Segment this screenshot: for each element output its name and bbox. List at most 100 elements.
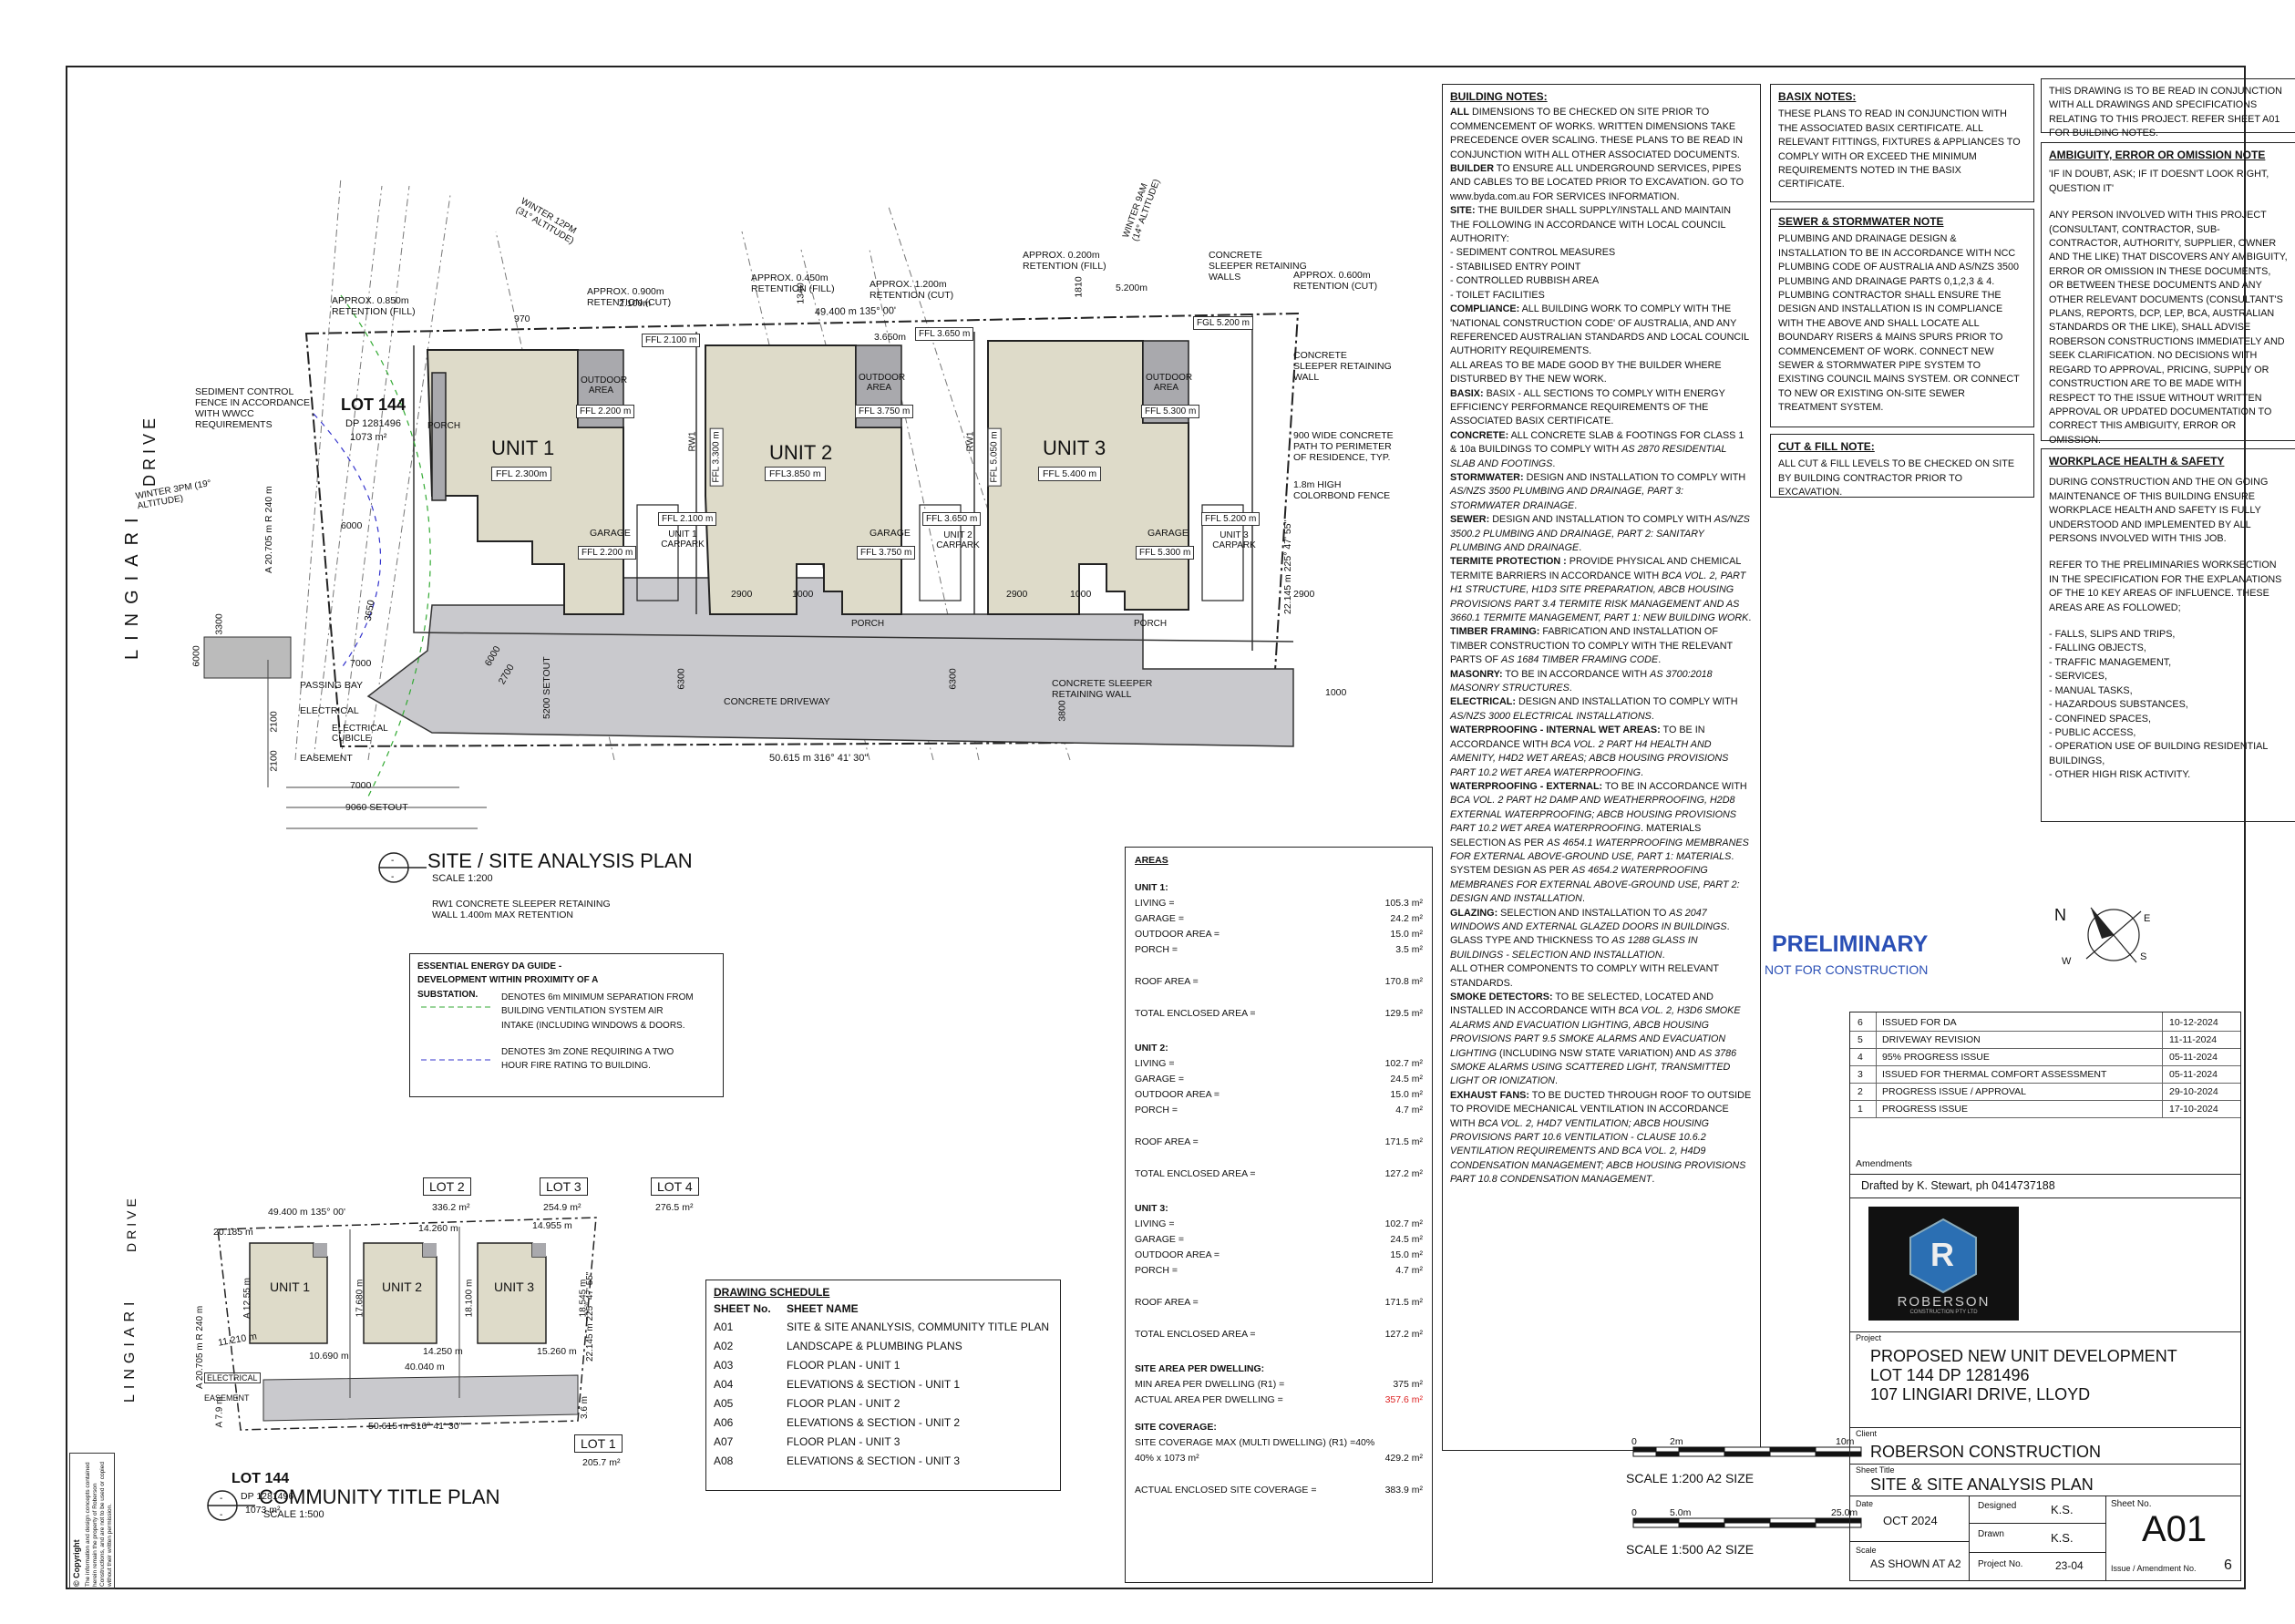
- sewer-title: SEWER & STORMWATER NOTE: [1778, 215, 1944, 228]
- cdim-4: 17.680 m: [355, 1279, 365, 1318]
- area-label: OUTDOOR AREA =: [1135, 929, 1220, 940]
- preliminary-stamp: PRELIMINARY: [1772, 931, 1929, 957]
- cdim-2: 14.260 m: [418, 1223, 458, 1234]
- schedule-title: DRAWING SCHEDULE: [714, 1286, 830, 1299]
- area-value: 375 m²: [1393, 1379, 1423, 1390]
- whs-notes: WORKPLACE HEALTH & SAFETY DURING CONSTRU…: [2041, 448, 2295, 822]
- area-row: PORCH =4.7 m²: [1135, 1105, 1423, 1117]
- drawn-value: K.S.: [2051, 1531, 2074, 1545]
- community-lot3: LOT 3: [540, 1177, 588, 1196]
- amendment-date: 10-12-2024: [2169, 1017, 2218, 1028]
- note-retention-3: APPROX. 0.450m RETENTION (FILL): [751, 272, 835, 294]
- cdim-0: 49.400 m 135° 00': [268, 1207, 346, 1218]
- area-value: 383.9 m²: [1384, 1485, 1423, 1496]
- unit1-top-ffl: FFL 2.100 m: [642, 334, 701, 347]
- unit3-carpark: UNIT 3 CARPARK: [1212, 530, 1256, 550]
- area-value: 24.2 m²: [1390, 913, 1423, 924]
- schedule-sheet-name: ELEVATIONS & SECTION - UNIT 1: [787, 1378, 961, 1391]
- unit2-garage: GARAGE: [870, 528, 911, 539]
- schedule-sheet-name: FLOOR PLAN - UNIT 1: [787, 1359, 901, 1372]
- community-unit2: UNIT 2: [382, 1280, 423, 1294]
- whs-title: WORKPLACE HEALTH & SAFETY: [2049, 455, 2225, 468]
- unit2-outdoor-ffl: FFL 3.750 m: [855, 405, 914, 418]
- community-road-type: DRIVE: [124, 1195, 139, 1252]
- area-row: LIVING =102.7 m²: [1135, 1058, 1423, 1071]
- project-line3: 107 LINGIARI DRIVE, LLOYD: [1870, 1385, 2091, 1403]
- cutfill-text: ALL CUT & FILL LEVELS TO BE CHECKED ON S…: [1778, 458, 2015, 499]
- area-label: ROOF AREA =: [1135, 1136, 1199, 1147]
- area-label: UNIT 2:: [1135, 1043, 1168, 1054]
- basix-text: THESE PLANS TO READ IN CONJUNCTION WITH …: [1778, 108, 2021, 190]
- area-value: 15.0 m²: [1390, 1249, 1423, 1260]
- drawing-schedule: DRAWING SCHEDULE SHEET No. SHEET NAME A0…: [705, 1280, 1061, 1491]
- areas-site-header: SITE AREA PER DWELLING:: [1135, 1363, 1423, 1376]
- designed-label: Designed: [1978, 1501, 2017, 1511]
- unit2-outdoor: OUTDOOR AREA: [859, 373, 906, 393]
- area-row: LIVING =102.7 m²: [1135, 1218, 1423, 1231]
- community-lot1-area: 205.7 m²: [582, 1457, 621, 1468]
- scale1-label: SCALE 1:200 A2 SIZE: [1626, 1471, 1755, 1485]
- amendment-no: 1: [1858, 1104, 1863, 1115]
- unit1-carpark-ffl: FFL 2.100 m: [658, 512, 717, 526]
- areas-unit-header: UNIT 1:: [1135, 882, 1423, 895]
- schedule-sheet-name: FLOOR PLAN - UNIT 3: [787, 1435, 901, 1448]
- area-row: TOTAL ENCLOSED AREA =129.5 m²: [1135, 1008, 1423, 1021]
- unit1-garage-ffl: FFL 2.200 m: [578, 546, 637, 560]
- community-title: COMMUNITY TITLE PLAN: [259, 1485, 500, 1508]
- read-conjunction-note: THIS DRAWING IS TO BE READ IN CONJUNCTIO…: [2041, 78, 2295, 139]
- amendment-desc: PROGRESS ISSUE: [1882, 1104, 1968, 1115]
- sheetno-value: A01: [2142, 1509, 2208, 1549]
- area-row: ROOF AREA =171.5 m²: [1135, 1136, 1423, 1149]
- area-label: ROOF AREA =: [1135, 976, 1199, 987]
- note-sleeper-wall: CONCRETE SLEEPER RETAINING WALL: [1052, 678, 1153, 700]
- amendment-desc: ISSUED FOR DA: [1882, 1017, 1957, 1028]
- cdim-3: 14.955 m: [532, 1220, 572, 1231]
- area-label: ROOF AREA =: [1135, 1297, 1199, 1308]
- unit3-outdoor: OUTDOOR AREA: [1146, 373, 1193, 393]
- dim-1000-b: 1000: [1070, 589, 1092, 600]
- compass-s: S: [2140, 951, 2147, 962]
- lot-area: 1073 m²: [350, 432, 387, 443]
- whs-item: - CONFINED SPACES,: [2049, 713, 2151, 725]
- issue-value: 6: [2224, 1557, 2232, 1573]
- svg-text:-: -: [220, 1510, 222, 1520]
- area-row: TOTAL ENCLOSED AREA =127.2 m²: [1135, 1168, 1423, 1181]
- unit1-label: UNIT 1: [491, 437, 555, 459]
- projno-value: 23-04: [2055, 1559, 2084, 1572]
- area-label: LIVING =: [1135, 1058, 1175, 1069]
- unit2-carpark-ffl: FFL 3.650 m: [922, 512, 982, 526]
- schedule-sheet-no: A05: [714, 1397, 734, 1410]
- compass-n: N: [2054, 906, 2066, 924]
- areas-title: AREAS: [1135, 855, 1423, 868]
- area-row: OUTDOOR AREA =15.0 m²: [1135, 1249, 1423, 1262]
- area-label: LIVING =: [1135, 1218, 1175, 1229]
- ambiguity-text1: 'IF IN DOUBT, ASK; IF IT DOESN'T LOOK RI…: [2049, 169, 2269, 194]
- area-value: 15.0 m²: [1390, 929, 1423, 940]
- sewer-notes: SEWER & STORMWATER NOTE PLUMBING AND DRA…: [1770, 209, 2034, 427]
- area-row: SITE COVERAGE MAX (MULTI DWELLING) (R1) …: [1135, 1437, 1423, 1450]
- area-value: 3.5 m²: [1395, 944, 1423, 955]
- note-retention-1: APPROX. 0.850m RETENTION (FILL): [332, 295, 416, 317]
- whs-text1: DURING CONSTRUCTION AND THE ON GOING MAI…: [2049, 477, 2269, 545]
- amendment-no: 5: [1858, 1034, 1863, 1045]
- project-label: Project: [1856, 1333, 1882, 1342]
- whs-item: - PUBLIC ACCESS,: [2049, 726, 2136, 738]
- dim-970: 970: [514, 313, 530, 324]
- road-type: DRIVE: [140, 413, 159, 487]
- energy-guide-box: ESSENTIAL ENERGY DA GUIDE - DEVELOPMENT …: [409, 953, 724, 1097]
- area-value: 170.8 m²: [1384, 976, 1423, 987]
- community-lot1: LOT 1: [574, 1434, 623, 1453]
- scale1-0: 0: [1631, 1436, 1637, 1447]
- bearing-left: A 20.705 m R 240 m: [263, 486, 274, 573]
- scale1-2m: 2m: [1670, 1436, 1683, 1447]
- green-line-icon: [421, 1006, 494, 1008]
- areas-coverage-header: SITE COVERAGE:: [1135, 1422, 1423, 1434]
- dim-1000-c: 1000: [1325, 687, 1347, 698]
- logo-sub: CONSTRUCTION PTY LTD: [1909, 1310, 1978, 1315]
- whs-item: - TRAFFIC MANAGEMENT,: [2049, 656, 2172, 668]
- dim-1810: 1810: [1073, 276, 1085, 298]
- road-name: LINGIARI: [122, 509, 142, 660]
- scale-value: AS SHOWN AT A2: [1870, 1557, 1961, 1570]
- area-label: ACTUAL ENCLOSED SITE COVERAGE =: [1135, 1485, 1317, 1496]
- sewer-text: PLUMBING AND DRAINAGE DESIGN & INSTALLAT…: [1778, 233, 2020, 414]
